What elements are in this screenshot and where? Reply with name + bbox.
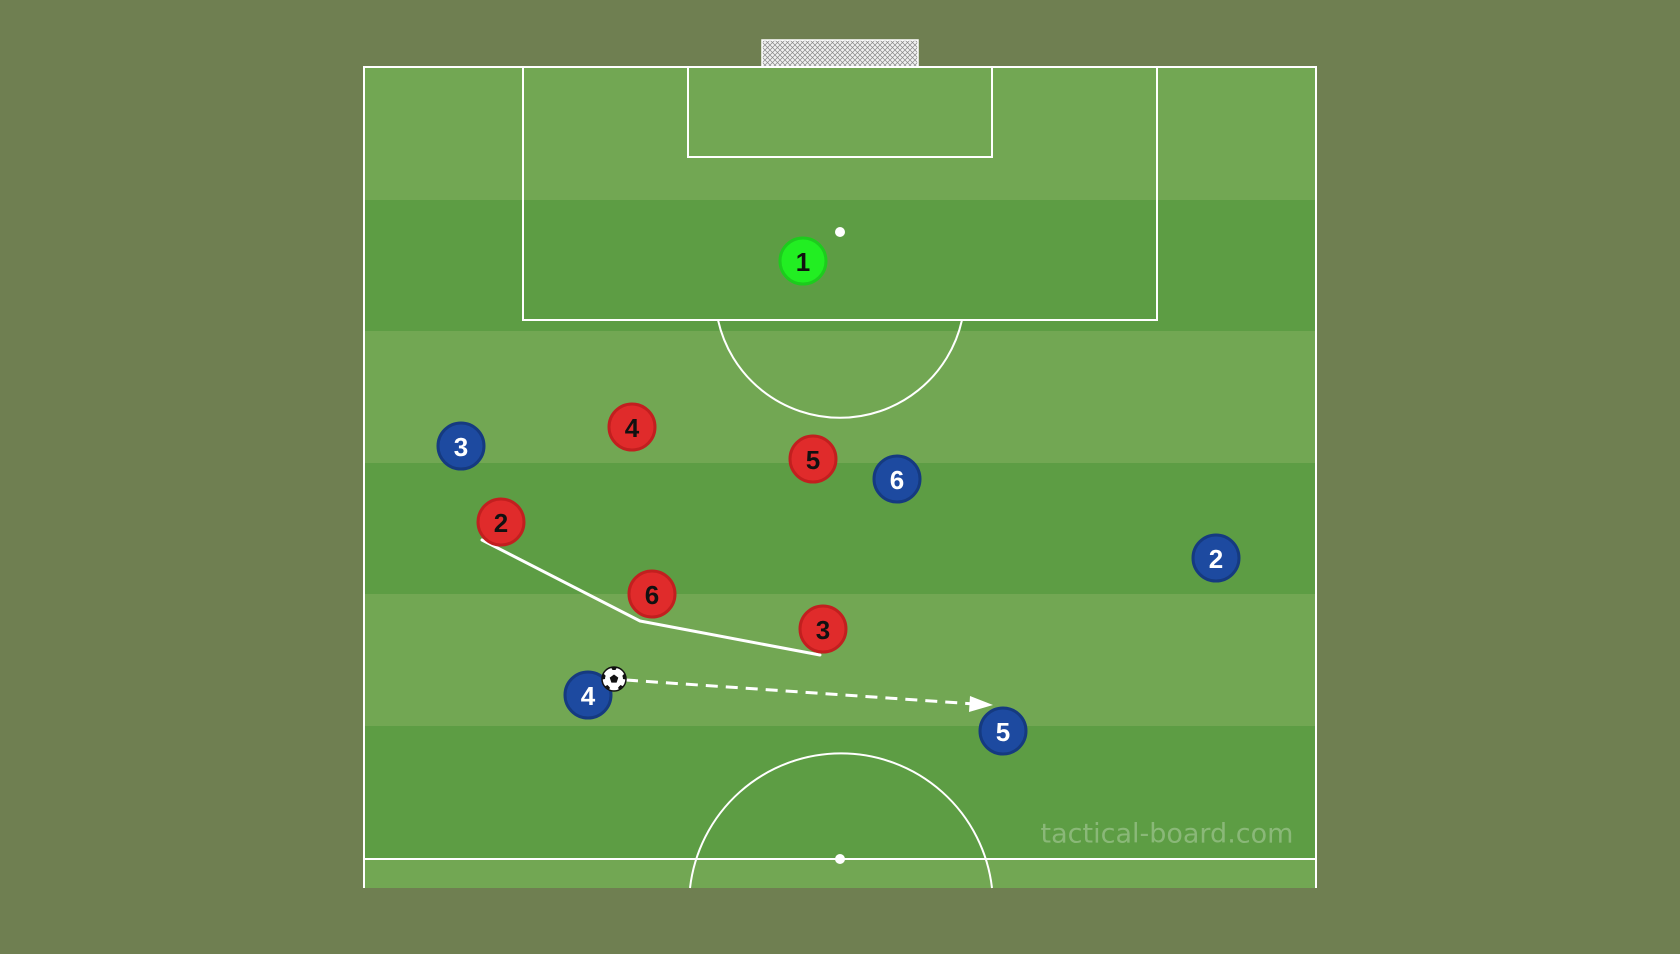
goal-net xyxy=(761,39,919,68)
player-number: 6 xyxy=(890,465,904,495)
goal-area xyxy=(687,66,993,158)
red-player-3[interactable]: 3 xyxy=(798,604,848,654)
grass-stripe xyxy=(364,66,1316,200)
penalty-arc xyxy=(717,319,963,419)
player-number: 1 xyxy=(796,247,810,277)
center-spot xyxy=(835,854,845,864)
watermark-text: tactical-board.com xyxy=(1041,819,1294,850)
pitch-surface xyxy=(364,66,1316,888)
player-number: 2 xyxy=(1209,544,1223,574)
grass-stripe xyxy=(364,726,1316,858)
movement-line-red-2-to-red-3[interactable] xyxy=(480,538,822,657)
blue-player-5[interactable]: 5 xyxy=(978,706,1028,756)
pitch-markings xyxy=(363,66,1317,889)
red-player-6[interactable]: 6 xyxy=(627,569,677,619)
red-player-4[interactable]: 4 xyxy=(607,402,657,452)
blue-player-4[interactable]: 4 xyxy=(563,670,613,720)
blue-player-6[interactable]: 6 xyxy=(872,454,922,504)
grass-stripe xyxy=(364,200,1316,331)
penalty-spot xyxy=(835,227,845,237)
player-number: 4 xyxy=(581,681,596,711)
player-number: 5 xyxy=(806,445,820,475)
center-circle xyxy=(689,752,993,889)
goalkeeper-1[interactable]: 1 xyxy=(778,236,828,286)
player-number: 4 xyxy=(625,413,640,443)
player-number: 5 xyxy=(996,717,1010,747)
player-number: 3 xyxy=(816,615,830,645)
pass-arrow-line[interactable] xyxy=(625,678,976,706)
pass-arrow-head xyxy=(969,696,993,712)
player-number: 6 xyxy=(645,580,659,610)
red-player-5[interactable]: 5 xyxy=(788,434,838,484)
player-number: 3 xyxy=(454,432,468,462)
blue-player-2[interactable]: 2 xyxy=(1191,533,1241,583)
soccer-ball-icon[interactable] xyxy=(601,666,627,692)
blue-player-3[interactable]: 3 xyxy=(436,421,486,471)
grass-stripe xyxy=(364,331,1316,463)
player-number: 2 xyxy=(494,508,508,538)
red-player-2[interactable]: 2 xyxy=(476,497,526,547)
